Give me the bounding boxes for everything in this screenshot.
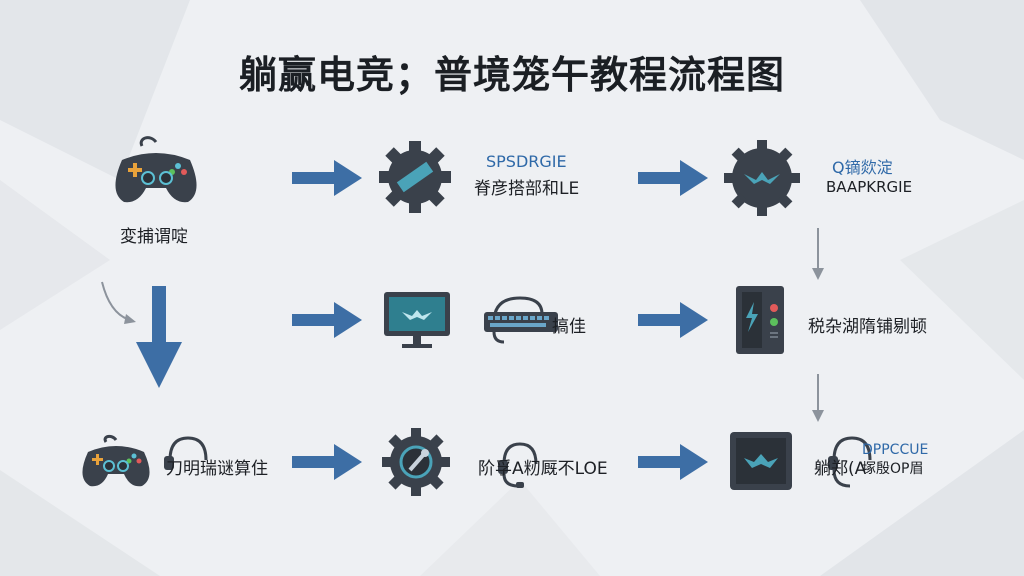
- node-sublabel: SPSDRGIE: [486, 152, 567, 171]
- arrow-down: [136, 286, 182, 388]
- keyboard-headset-icon: [484, 296, 558, 344]
- arrow-down-thin: [812, 228, 824, 280]
- node-label: 阶孚A籾厩不LOE: [478, 459, 608, 479]
- monitor-icon: [730, 432, 792, 490]
- arrow-down-thin: [812, 374, 824, 422]
- node-sublabel-extra: 塚殷OP眉: [862, 461, 924, 477]
- arrow-right: [638, 160, 708, 196]
- arrow-right: [638, 302, 708, 338]
- curve-arrow: [101, 281, 136, 324]
- arrow-right: [638, 444, 708, 480]
- node-label: 変捕谓啶: [120, 227, 188, 247]
- gamepad-icon: [115, 136, 197, 203]
- gear-badge-icon: [724, 140, 800, 216]
- node-label: 脊彦搭部和LE: [474, 179, 580, 199]
- node-label: BAAPKRGIE: [826, 178, 913, 196]
- page-title: 躺赢电竞；普境笼午教程流程图: [238, 53, 785, 97]
- headset-icon: [498, 442, 538, 488]
- node-sublabel: DPPCCUE: [862, 442, 929, 458]
- node-sublabel: Q镝欻淀: [832, 158, 893, 177]
- pc-tower-icon: [736, 286, 784, 354]
- arrow-right: [292, 444, 362, 480]
- gamepad-icon: [82, 434, 150, 487]
- arrow-right: [292, 160, 362, 196]
- node-label: 刀明瑞谜算住: [166, 459, 268, 479]
- headset-icon: [828, 436, 872, 488]
- gear-wrench-icon: [382, 428, 450, 496]
- headset-icon: [164, 436, 208, 470]
- gear-icon: [379, 141, 451, 213]
- arrow-right: [292, 302, 362, 338]
- node-label: 躺郑(A: [814, 459, 867, 479]
- node-label: 搞佳: [552, 317, 586, 337]
- node-label: 税杂湖隋铺剔顿: [808, 317, 927, 337]
- monitor-icon: [384, 292, 450, 348]
